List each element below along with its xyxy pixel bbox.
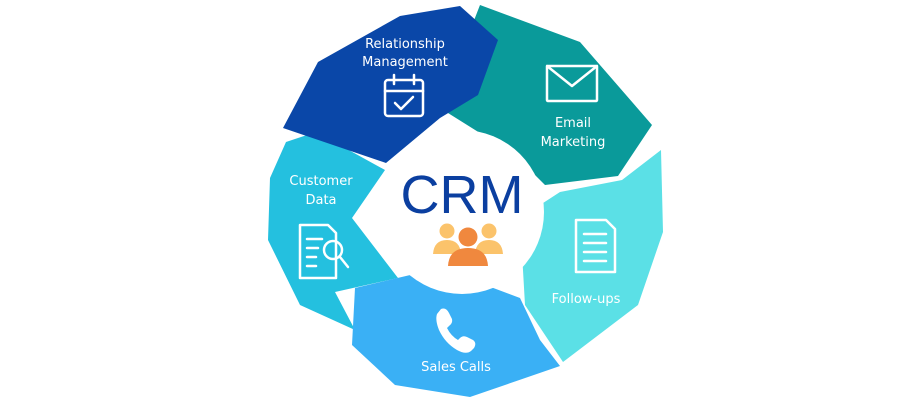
- segment-label-email-marketing: Email Marketing: [541, 116, 606, 150]
- document-search-icon: [298, 223, 350, 280]
- document-icon: [574, 218, 617, 274]
- envelope-icon: [545, 64, 599, 103]
- label-customer-line-1: Customer: [289, 174, 353, 189]
- center-circle: [380, 130, 544, 294]
- label-relationship-line-1: Relationship: [365, 37, 445, 52]
- segment-label-relationship-management: Relationship Management: [362, 37, 448, 70]
- label-sales-calls: Sales Calls: [421, 360, 491, 375]
- segment-label-customer-data: Customer Data: [289, 174, 353, 208]
- label-email-line-1: Email: [555, 116, 591, 131]
- phone-icon: [436, 308, 476, 353]
- people-group-icon: [433, 223, 503, 266]
- label-customer-line-2: Data: [305, 193, 336, 208]
- segment-sales-calls: [352, 268, 560, 397]
- crm-title: CRM: [401, 165, 524, 225]
- label-follow-ups: Follow-ups: [552, 292, 621, 307]
- label-email-line-2: Marketing: [541, 135, 606, 150]
- segment-relationship-management: [283, 6, 498, 163]
- label-relationship-line-2: Management: [362, 55, 448, 70]
- calendar-check-icon: [383, 73, 425, 118]
- segment-follow-ups: [520, 150, 663, 362]
